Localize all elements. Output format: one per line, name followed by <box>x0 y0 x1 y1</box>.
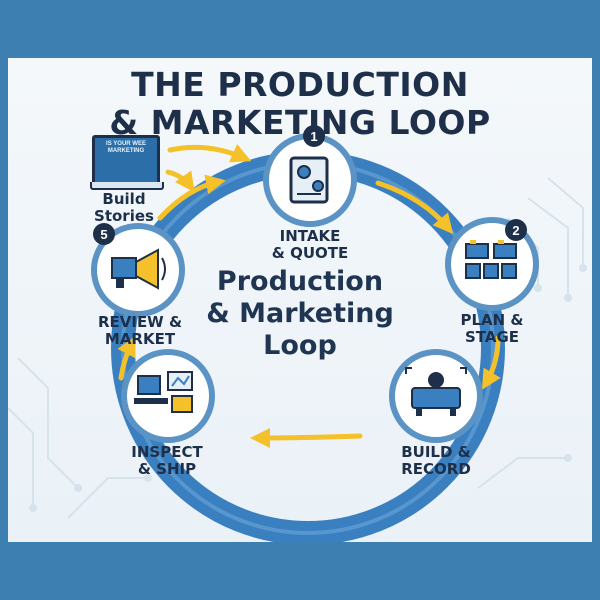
build-stories-line-1: Build <box>102 190 146 208</box>
arrow-2-to-3 <box>481 335 501 390</box>
book-pages <box>90 182 164 190</box>
build-stories-label: Build Stories <box>82 191 166 225</box>
marketing-book-icon: IS YOUR WEE MARKETING <box>92 135 160 189</box>
step-3-label: BUILD & RECORD <box>388 444 484 478</box>
step-node-plan: 2 <box>445 217 539 311</box>
megaphone-icon <box>111 248 166 290</box>
workstation-box-icon <box>134 371 193 413</box>
arrow-4-to-5 <box>117 335 136 381</box>
step-1-line-2: & QUOTE <box>271 244 349 262</box>
step-4-line-2: & SHIP <box>137 460 197 478</box>
step-5-label: REVIEW & MARKET <box>88 314 192 348</box>
loop-diagram: 1 2 <box>91 125 539 542</box>
machine-camera-icon <box>405 367 467 416</box>
book-cover-text: IS YOUR WEE MARKETING <box>106 141 146 154</box>
step-2-line-1: PLAN & <box>460 311 524 329</box>
center-title: Production & Marketing Loop <box>178 266 422 362</box>
arrow-3-to-4 <box>250 427 363 448</box>
step-5-number: 5 <box>100 227 107 242</box>
build-stories-line-2: Stories <box>94 207 154 225</box>
step-5-line-2: MARKET <box>104 330 176 348</box>
step-3-line-1: BUILD & <box>401 443 471 461</box>
step-2-label: PLAN & STAGE <box>444 312 540 346</box>
step-5-line-1: REVIEW & <box>97 313 183 331</box>
step-node-inspect <box>121 349 215 443</box>
step-node-build <box>389 349 483 443</box>
step-1-number: 1 <box>310 129 317 144</box>
arrow-1-to-2 <box>375 180 454 235</box>
diagram-panel: THE PRODUCTION & MARKETING LOOP <box>8 58 592 542</box>
gears-document-icon <box>289 156 329 204</box>
step-node-review: 5 <box>91 223 185 317</box>
step-3-line-2: RECORD <box>401 460 471 478</box>
staging-bins-icon <box>465 240 517 279</box>
arrow-stories-small <box>165 169 195 193</box>
arrow-stories-to-1 <box>167 143 252 163</box>
step-node-intake: 1 <box>263 125 357 227</box>
center-line-2: & Marketing <box>206 298 394 329</box>
step-2-number: 2 <box>512 223 519 238</box>
title-line-1: THE PRODUCTION <box>131 65 469 104</box>
step-1-line-1: INTAKE <box>279 227 341 245</box>
step-4-line-1: INSPECT <box>131 443 203 461</box>
step-1-label: INTAKE & QUOTE <box>260 228 360 262</box>
center-line-3: Loop <box>263 330 337 361</box>
arrow-5-to-1 <box>157 174 226 221</box>
center-line-1: Production <box>216 266 384 297</box>
step-4-label: INSPECT & SHIP <box>112 444 222 478</box>
flow-arrows <box>117 143 501 448</box>
step-2-line-2: STAGE <box>464 328 520 346</box>
